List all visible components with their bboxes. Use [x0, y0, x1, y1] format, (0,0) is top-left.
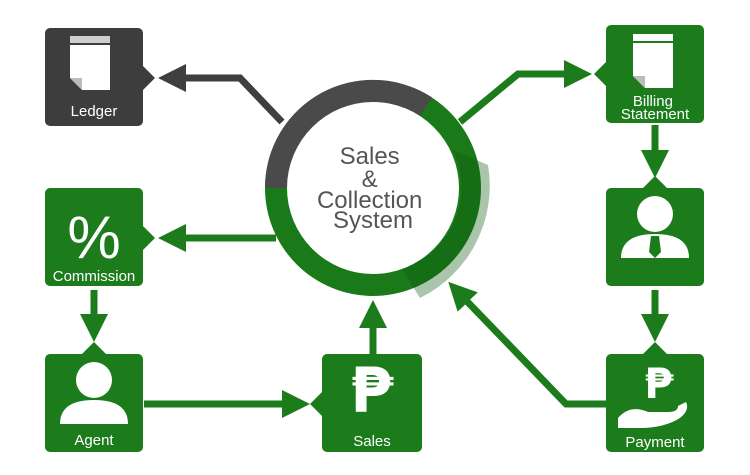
- person-icon: [60, 362, 128, 424]
- agent-label: Agent: [74, 432, 114, 449]
- center-line-1: Sales: [340, 143, 400, 170]
- sales-label: Sales: [353, 433, 391, 450]
- billing-label-line-2: Statement: [621, 106, 690, 123]
- arrow-payment-to-system: [448, 281, 606, 408]
- connectors: [80, 60, 669, 418]
- node-payment: ₱ Payment: [606, 342, 704, 452]
- arrow-system-to-ledger: [158, 64, 285, 125]
- peso-hand-icon: ₱: [618, 359, 688, 428]
- node-sales: ₱ Sales: [310, 354, 422, 452]
- billing-label-line-1: Billing: [633, 93, 673, 110]
- ledger-label: Ledger: [71, 103, 118, 120]
- payment-peso-sign: ₱: [644, 359, 674, 408]
- node-agent: Agent: [45, 342, 143, 452]
- central-system: Sales & Collection System: [264, 79, 490, 298]
- businessman-icon: [621, 196, 689, 258]
- percent-icon: %: [67, 204, 120, 271]
- document-icon: [633, 34, 673, 88]
- node-billing-statement: Billing Statement: [594, 25, 704, 123]
- center-line-4: System: [333, 207, 413, 234]
- center-line-2: &: [362, 166, 378, 193]
- payment-label: Payment: [625, 434, 685, 451]
- commission-label: Commission: [53, 268, 136, 285]
- node-ledger: Ledger: [45, 28, 155, 126]
- billing-statement-label: Billing Statement: [621, 93, 690, 123]
- center-title: Sales & Collection System: [317, 143, 429, 234]
- document-icon: [70, 36, 110, 90]
- center-line-3: Collection: [317, 187, 422, 214]
- node-customer: [606, 176, 704, 286]
- arrow-system-to-billing: [457, 60, 592, 125]
- node-commission: % Commission: [45, 188, 155, 286]
- peso-sign-icon: ₱: [350, 354, 394, 427]
